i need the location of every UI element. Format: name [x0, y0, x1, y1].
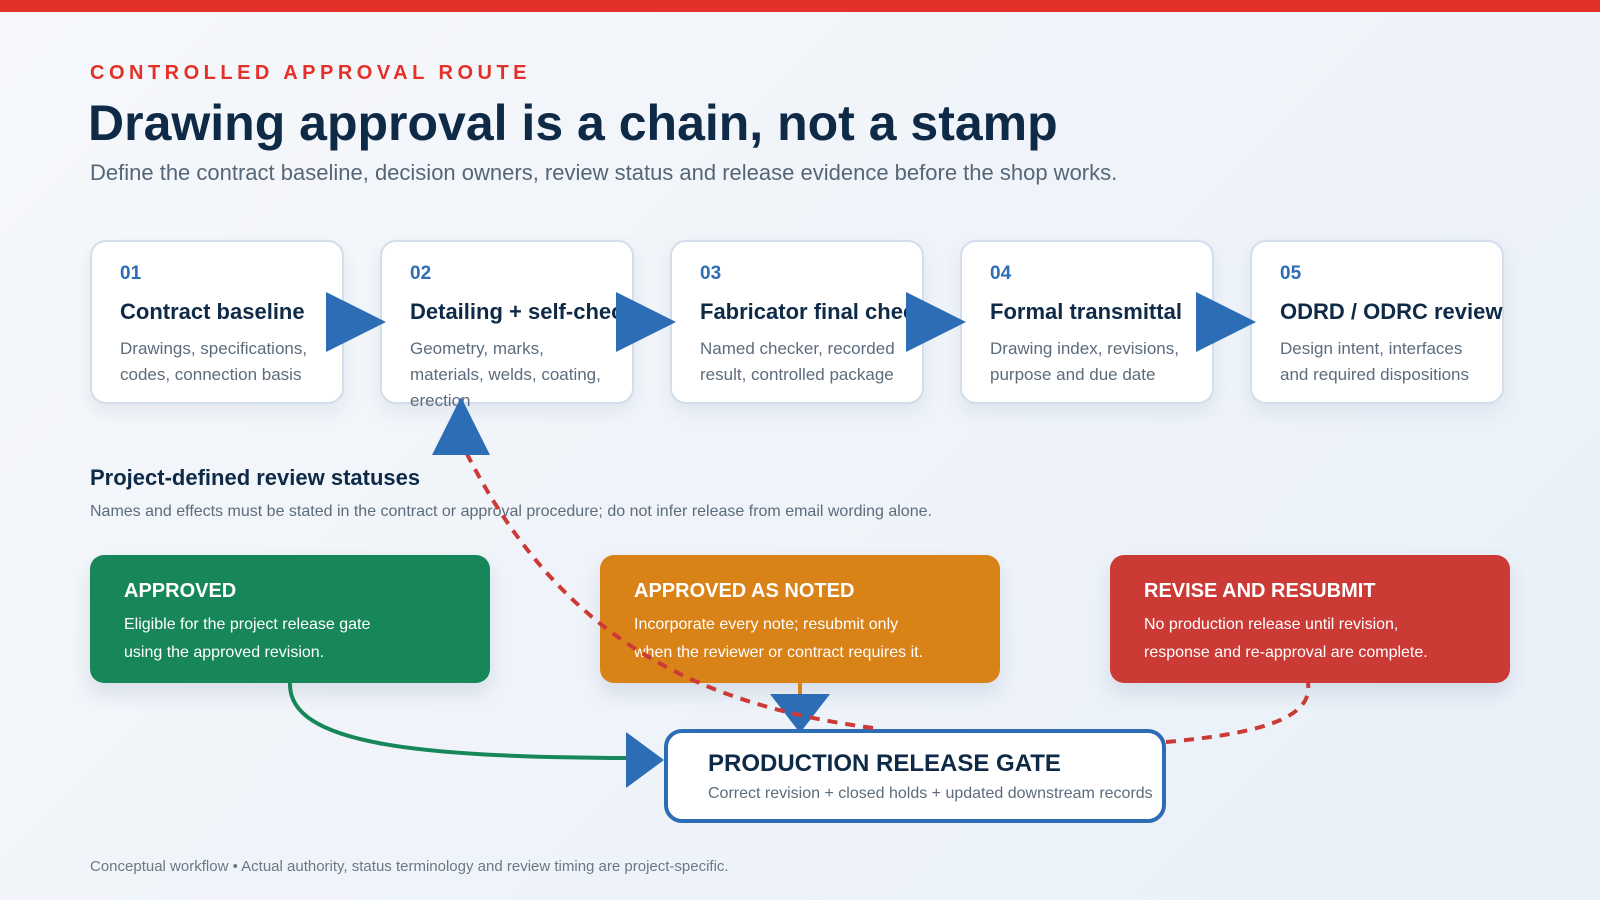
status-description: Eligible for the project release gate us… [124, 611, 456, 667]
status-card-revise-resubmit: REVISE AND RESUBMIT No production releas… [1110, 555, 1510, 683]
status-name: REVISE AND RESUBMIT [1144, 580, 1376, 602]
step-title: Formal transmittal [990, 299, 1182, 324]
step-number: 04 [990, 263, 1012, 284]
step-number: 02 [410, 263, 432, 284]
status-description-line: Incorporate every note; resubmit only [634, 616, 899, 633]
status-name: APPROVED [124, 580, 237, 602]
gate-title: PRODUCTION RELEASE GATE [708, 750, 1061, 777]
step-title: ODRD / ODRC review [1280, 299, 1503, 324]
step-description: Design intent, interfaces and required d… [1280, 339, 1470, 384]
gate-down-arrow-icon [770, 694, 830, 733]
gate-description: Correct revision + closed holds + update… [708, 785, 1153, 802]
production-release-gate: PRODUCTION RELEASE GATE Correct revision… [664, 729, 1166, 823]
eyebrow-label: CONTROLLED APPROVAL ROUTE [90, 62, 532, 84]
step-title: Detailing + self-check [410, 299, 636, 324]
top-accent-bar [0, 0, 1600, 12]
statuses-section-note: Names and effects must be stated in the … [90, 503, 932, 520]
status-description-line: using the approved revision. [124, 644, 325, 661]
step-card-odrd-review: 05 ODRD / ODRC review Design intent, int… [1250, 240, 1504, 404]
status-description-line: response and re-approval are complete. [1144, 644, 1428, 661]
status-description: Incorporate every note; resubmit only wh… [634, 611, 966, 667]
statuses-section-title: Project-defined review statuses [90, 465, 421, 490]
status-card-approved: APPROVED Eligible for the project releas… [90, 555, 490, 683]
status-description: No production release until revision, re… [1144, 611, 1476, 667]
step-number: 03 [700, 263, 722, 284]
step-title: Fabricator final check [700, 299, 928, 324]
step-description: Drawings, specifications, codes, connect… [120, 339, 308, 384]
gate-entry-arrow-icon [626, 732, 664, 788]
status-name: APPROVED AS NOTED [634, 580, 855, 602]
step-title: Contract baseline [120, 299, 305, 324]
step-description: Geometry, marks, materials, welds, coati… [410, 339, 601, 410]
page-subtitle: Define the contract baseline, decision o… [90, 160, 1118, 185]
connector-approved-to-gate [287, 682, 629, 760]
step-description: Drawing index, revisions, purpose and du… [990, 339, 1179, 384]
status-description-line: when the reviewer or contract requires i… [634, 644, 924, 661]
step-number: 05 [1280, 263, 1302, 284]
step-number: 01 [120, 263, 142, 284]
page-title: Drawing approval is a chain, not a stamp [88, 95, 1058, 151]
step-card-detailing: 02 Detailing + self-check Geometry, mark… [380, 240, 636, 410]
step-description: Named checker, recorded result, controll… [700, 339, 895, 384]
status-description-line: No production release until revision, [1144, 616, 1399, 633]
connector-revise-to-gate [1165, 682, 1311, 744]
step-card-fabricator-check: 03 Fabricator final check Named checker,… [670, 240, 928, 404]
step-card-formal-transmittal: 04 Formal transmittal Drawing index, rev… [960, 240, 1214, 404]
status-card-approved-as-noted: APPROVED AS NOTED Incorporate every note… [600, 555, 1000, 683]
status-description-line: Eligible for the project release gate [124, 616, 371, 633]
step-card-contract-baseline: 01 Contract baseline Drawings, specifica… [90, 240, 344, 404]
footer-note: Conceptual workflow • Actual authority, … [90, 858, 729, 875]
